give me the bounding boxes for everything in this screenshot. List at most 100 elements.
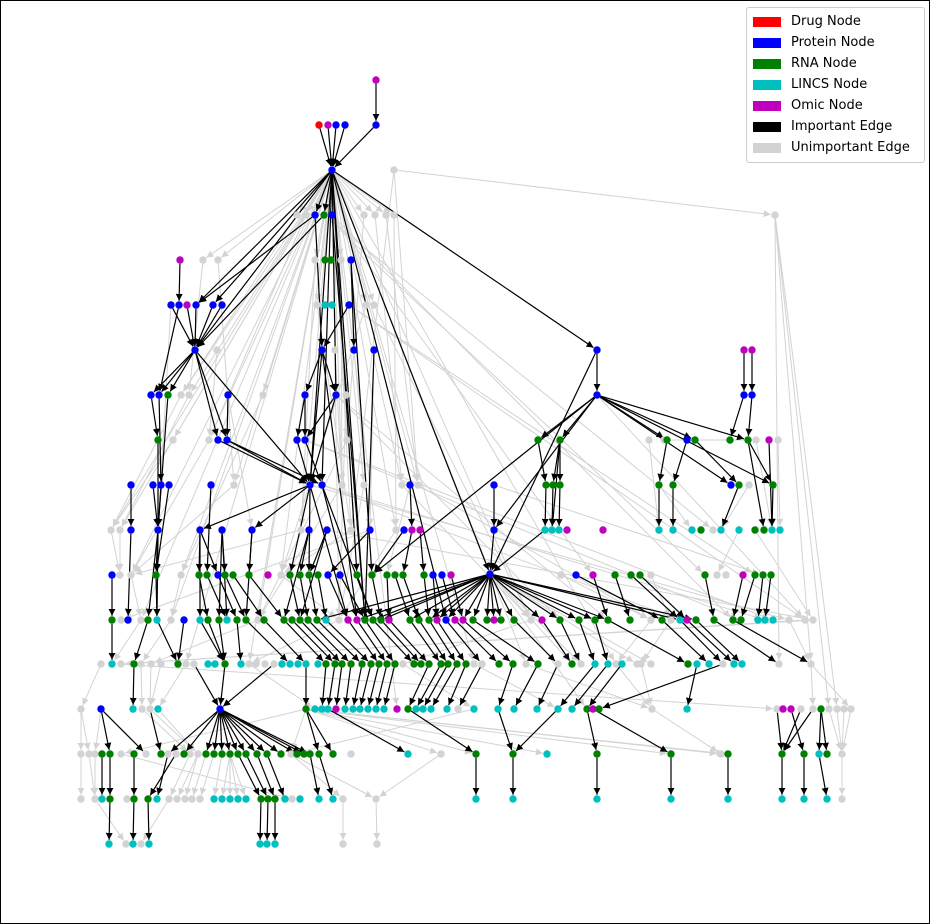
rna-node: [817, 705, 825, 713]
omic-node: [393, 705, 401, 713]
unimportant-node: [838, 750, 846, 758]
lincs-node: [618, 660, 626, 668]
rna-node: [320, 211, 328, 219]
rna-node: [444, 660, 452, 668]
unimportant-node: [77, 795, 85, 803]
important-edge: [319, 622, 360, 662]
unimportant-node: [117, 660, 125, 668]
protein-node: [332, 391, 340, 399]
unimportant-node: [809, 616, 817, 624]
unimportant-edge: [124, 663, 773, 712]
rna-node: [221, 571, 229, 579]
unimportant-edge: [330, 530, 809, 622]
protein-node: [442, 616, 450, 624]
important-edge: [334, 127, 374, 168]
unimportant-edges: [77, 169, 851, 841]
unimportant-node: [437, 750, 445, 758]
unimportant-node: [85, 750, 93, 758]
rna-node: [210, 750, 218, 758]
rna-node: [263, 750, 271, 758]
omic-node: [490, 616, 498, 624]
unimportant-node: [773, 705, 781, 713]
protein-node: [124, 616, 132, 624]
important-edge: [323, 307, 348, 347]
important-edge: [161, 352, 194, 393]
unimportant-edge: [326, 216, 711, 528]
important-edge: [152, 488, 161, 526]
protein-node: [400, 526, 408, 534]
lincs-node: [105, 840, 113, 848]
lincs-node: [271, 840, 279, 848]
unimportant-edge: [756, 532, 812, 617]
rna-node: [264, 795, 272, 803]
rna-node: [556, 481, 564, 489]
lincs-node: [815, 750, 823, 758]
protein-node: [191, 346, 199, 354]
important-edge: [689, 622, 732, 662]
unimportant-edge: [170, 757, 189, 796]
omic-node: [538, 616, 546, 624]
rna-node: [453, 660, 461, 668]
lincs-node: [204, 660, 212, 668]
important-edge: [230, 441, 307, 484]
important-edge: [223, 710, 307, 753]
important-edge: [154, 488, 170, 571]
important-edge: [820, 712, 829, 750]
unimportant-node: [722, 571, 730, 579]
unimportant-edge: [182, 172, 331, 392]
rna-node: [542, 481, 550, 489]
unimportant-edge: [112, 442, 172, 527]
legend-item-rna-node: RNA Node: [747, 53, 924, 74]
omic-node: [765, 436, 773, 444]
rna-node: [375, 660, 383, 668]
unimportant-node: [390, 166, 398, 174]
unimportant-node: [775, 660, 783, 668]
rna-node: [691, 436, 699, 444]
unimportant-edge: [397, 169, 771, 218]
important-edge: [309, 578, 319, 617]
protein-node: [216, 705, 224, 713]
rna-node: [726, 436, 734, 444]
important-edge: [332, 173, 490, 571]
legend-label: Protein Node: [791, 35, 875, 50]
important-edge: [589, 666, 621, 707]
important-edge: [555, 488, 563, 526]
rna-node: [106, 750, 114, 758]
unimportant-node: [342, 391, 350, 399]
unimportant-node: [172, 750, 180, 758]
legend-swatch-important-edge: [753, 121, 781, 132]
important-edge: [358, 622, 386, 661]
rna-node: [313, 616, 321, 624]
rna-node: [296, 616, 304, 624]
important-edge: [212, 712, 221, 750]
legend-label: Unimportant Edge: [791, 140, 910, 155]
unimportant-edge: [149, 667, 161, 706]
protein-node: [727, 481, 735, 489]
unimportant-node: [173, 795, 181, 803]
unimportant-node: [146, 705, 154, 713]
important-edge: [220, 712, 238, 751]
unimportant-node: [245, 660, 253, 668]
unimportant-edge: [206, 171, 330, 259]
important-edge: [357, 578, 373, 617]
rna-node: [627, 571, 635, 579]
unimportant-node: [752, 436, 760, 444]
unimportant-edge: [228, 398, 254, 526]
important-edge: [448, 576, 488, 618]
important-edge: [205, 712, 220, 751]
unimportant-edge: [641, 667, 653, 706]
unimportant-edge: [125, 619, 810, 667]
rna-node: [353, 571, 361, 579]
rna-node: [692, 616, 700, 624]
protein-node: [341, 121, 349, 129]
omic-node: [779, 705, 787, 713]
unimportant-edge: [89, 757, 97, 795]
legend-label: Important Edge: [791, 119, 893, 134]
unimportant-edge: [333, 173, 530, 617]
protein-node: [406, 481, 414, 489]
unimportant-node: [181, 795, 189, 803]
unimportant-node: [645, 436, 653, 444]
lincs-node: [591, 660, 599, 668]
protein-node: [301, 436, 309, 444]
important-edge: [516, 622, 556, 662]
